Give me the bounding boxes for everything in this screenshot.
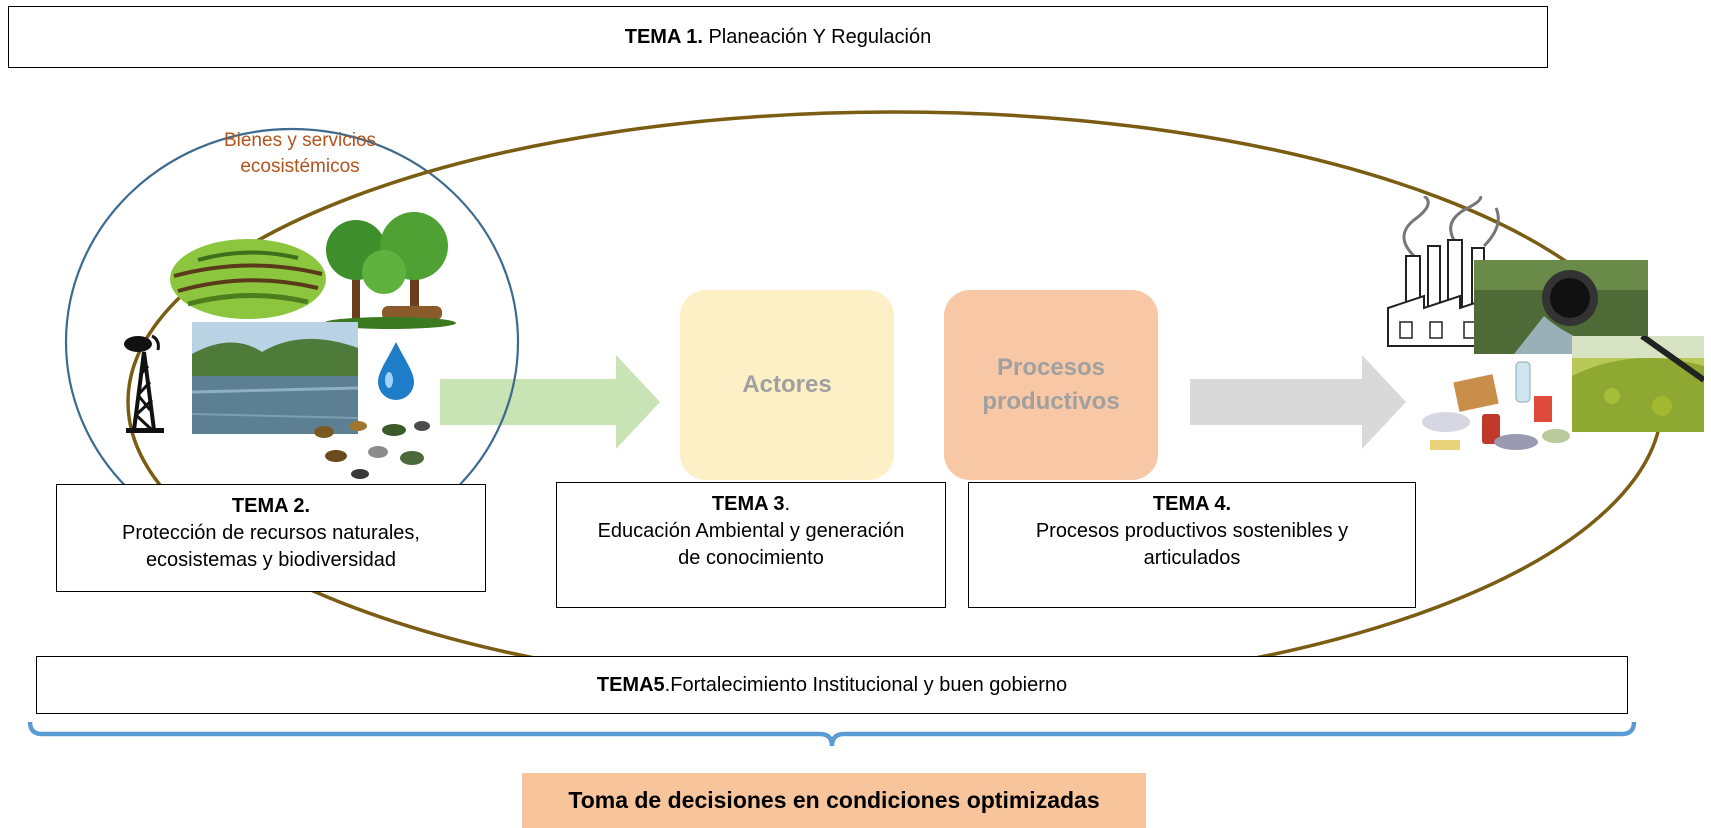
tema4-box: TEMA 4. Procesos productivos sostenibles… xyxy=(968,482,1416,608)
decision-box: Toma de decisiones en condiciones optimi… xyxy=(522,773,1146,828)
procesos-label-line1: Procesos xyxy=(996,354,1106,381)
green-arrow xyxy=(440,355,660,449)
waste-icon xyxy=(1422,361,1570,450)
tema1-text: Planeación Y Regulación xyxy=(702,25,932,48)
water-drop-icon xyxy=(378,342,414,400)
ecosystem-label-line1: Bienes y servicios xyxy=(223,130,377,151)
tema5-text: .Fortalecimiento Institucional y buen go… xyxy=(664,673,1068,696)
actores-node: Actores xyxy=(680,290,894,480)
actores-label: Actores xyxy=(742,371,832,398)
river-photo xyxy=(192,322,358,434)
tema5-title: TEMA5 xyxy=(596,673,665,696)
tema1-box: TEMA 1. Planeación Y Regulación xyxy=(8,6,1548,68)
harvest-photo xyxy=(1572,336,1704,432)
ecosystem-label-line2: ecosistémicos xyxy=(240,156,360,177)
tema3-title-suffix: . xyxy=(784,493,791,515)
tema4-line2: articulados xyxy=(1143,547,1241,569)
procesos-label-line2: productivos xyxy=(982,388,1120,415)
tema3-title: TEMA 3 xyxy=(711,493,785,515)
tema1-title: TEMA 1. xyxy=(624,25,703,48)
minerals-icon xyxy=(314,421,430,479)
trees-icon xyxy=(324,212,456,329)
tema2-box: TEMA 2. Protección de recursos naturales… xyxy=(56,484,486,592)
decision-brace xyxy=(27,721,1637,747)
tema4-title: TEMA 4. xyxy=(1152,493,1232,515)
oil-derrick-icon xyxy=(124,334,164,433)
procesos-label: Procesos productivos xyxy=(982,351,1119,419)
tema5-box: TEMA5.Fortalecimiento Institucional y bu… xyxy=(36,656,1628,714)
tema2-line2: ecosistemas y biodiversidad xyxy=(145,549,397,571)
tema3-line2: de conocimiento xyxy=(678,547,824,569)
ecosystem-label: Bienes y servicios ecosistémicos xyxy=(170,128,430,180)
procesos-node: Procesos productivos xyxy=(944,290,1158,480)
tema3-box: TEMA 3. Educación Ambiental y generación… xyxy=(556,482,946,608)
tema2-title: TEMA 2. xyxy=(231,495,311,517)
tema3-line1: Educación Ambiental y generación xyxy=(597,520,905,542)
farm-field-icon xyxy=(170,239,326,319)
tema2-line1: Protección de recursos naturales, xyxy=(122,522,420,544)
tema3-heading: TEMA 3. xyxy=(557,491,945,518)
gray-arrow xyxy=(1190,355,1406,449)
decision-label: Toma de decisiones en condiciones optimi… xyxy=(568,787,1100,813)
tema4-line1: Procesos productivos sostenibles y xyxy=(1035,520,1349,542)
